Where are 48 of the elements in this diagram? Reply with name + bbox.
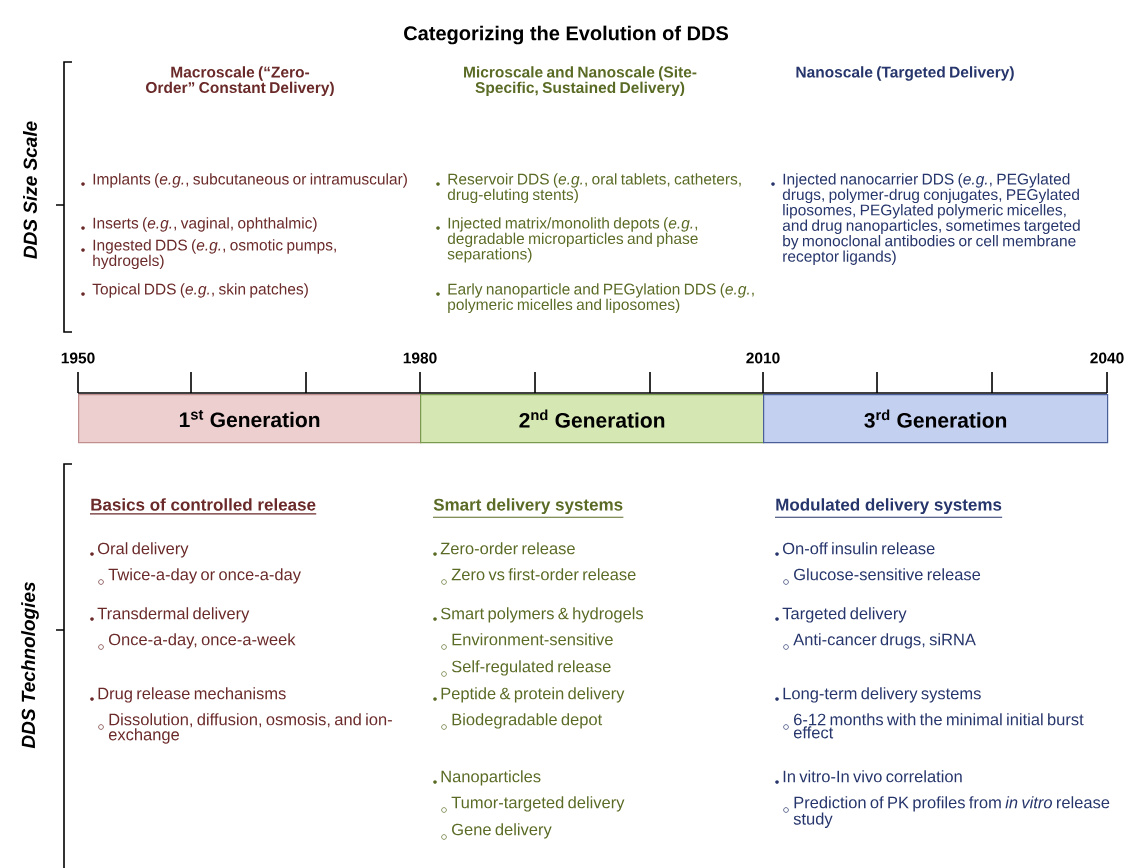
sub-list-item: Prediction of PK profiles from in vitro release study [783,796,1110,828]
generation-band: 1$^{st}$ Generation [78,394,422,444]
section-heading: Smart delivery systems [432,498,624,518]
sub-list-item: Tumor-targeted delivery [441,796,625,813]
list-item: Nanoparticles [433,770,541,786]
list-item: Drug release mechanisms [90,687,286,703]
list-item: On-off insulin release [775,542,935,556]
sub-list-item: 6-12 months with the minimal initial burst effect [783,713,1084,739]
generation-band: 3$^{rd}$ Generation [763,394,1109,444]
title: Categorizing the Evolution of DDS [404,25,728,45]
list-item: Reservoir DDS (e.g., oral tablets, catheters, drug-eluting stents) [436,173,741,204]
sub-list-item: Zero vs first-order release [441,568,636,585]
sub-list-item: Twice-a-day or once-a-day [98,568,301,585]
list-item: Early nanoparticle and PEGylation DDS (e.g., polymeric micelles and liposomes) [436,283,754,314]
list-item: Injected nanocarrier DDS (e.g., PEGylated drugs, polymer-drug conjugates, PEGylated liposomes, PEGylated polymeric micelles, and drug nanoparticles, sometimes targeted by monoclonal antibodies or cell membrane receptor ligands) [771,173,1080,265]
year-label: 2010 [746,352,780,364]
list-item: Long-term delivery systems [775,687,981,703]
list-item: Smart polymers & hydrogels [433,607,644,623]
sub-list-item: Self-regulated release [441,660,611,677]
list-item: Zero-order release [433,542,575,556]
sub-list-item: Dissolution, diffusion, osmosis, and ion-exchange [98,713,392,744]
axis-label: DDS Size Scale [23,121,37,259]
list-item: Implants (e.g., subcutaneous or intramuscular) [81,173,407,188]
year-label: 2040 [1090,352,1124,364]
column-heading: Microscale and Nanoscale (Site-Specific, Sustained Delivery) [464,66,697,97]
list-item: Transdermal delivery [90,607,250,623]
list-item: Targeted delivery [775,607,907,623]
column-heading: Macroscale (“Zero-Order” Constant Delivery) [146,66,334,97]
list-item: Ingested DDS (e.g., osmotic pumps, hydrogels) [81,239,336,270]
sub-list-item: Glucose-sensitive release [783,568,981,585]
list-item: Injected matrix/monolith depots (e.g., degradable microparticles and phase separations) [436,217,698,263]
sub-list-item: Anti-cancer drugs, siRNA [783,633,976,650]
list-item: Inserts (e.g., vaginal, ophthalmic) [81,217,317,232]
list-item: In vitro-In vivo correlation [775,770,962,784]
list-item: Peptide & protein delivery [433,687,625,703]
year-label: 1980 [403,352,437,364]
list-item: Oral delivery [90,542,189,558]
list-item: Topical DDS (e.g., skin patches) [81,283,308,298]
sub-list-item: Gene delivery [441,823,552,840]
sub-list-item: Environment-sensitive [441,633,613,650]
sub-list-item: Once-a-day, once-a-week [98,633,296,650]
generation-band: 2$^{nd}$ Generation [420,394,765,444]
section-heading: Modulated delivery systems [774,498,1003,518]
axis-label: DDS Technologies [21,582,39,749]
year-label: 1950 [61,352,95,364]
sub-list-item: Biodegradable depot [441,713,603,730]
column-heading: Nanoscale (Targeted Delivery) [796,66,1014,81]
section-heading: Basics of controlled release [89,498,317,515]
